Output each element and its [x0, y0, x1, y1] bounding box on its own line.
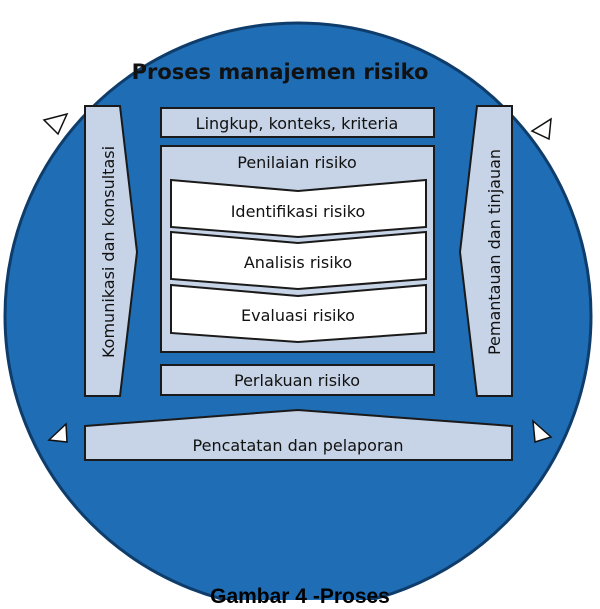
corner-triangle-top-left-icon [42, 112, 69, 136]
evaluation-label: Evaluasi risiko [241, 306, 355, 325]
analysis-step [170, 230, 427, 291]
communication-arrow [84, 105, 139, 397]
scope-label: Lingkup, konteks, kriteria [196, 114, 399, 133]
corner-triangle-bottom-left-icon [47, 422, 68, 443]
analysis-label: Analisis risiko [244, 253, 352, 272]
communication-label: Komunikasi dan konsultasi [99, 146, 118, 358]
treatment-label: Perlakuan risiko [234, 371, 360, 390]
assessment-label: Penilaian risiko [237, 153, 357, 172]
figure-caption: Gambar 4 -Proses [210, 585, 390, 608]
corner-triangle-top-right-icon [530, 117, 552, 141]
scope-box [160, 107, 435, 138]
monitoring-label: Pemantauan dan tinjauan [485, 149, 504, 355]
diagram-title: Proses manajemen risiko [132, 60, 429, 84]
treatment-box [160, 364, 435, 396]
recording-label: Pencatatan dan pelaporan [193, 436, 404, 455]
corner-triangle-bottom-right-icon [532, 419, 553, 443]
monitoring-arrow [458, 105, 513, 397]
identification-label: Identifikasi risiko [231, 202, 366, 221]
recording-banner [84, 408, 513, 461]
evaluation-step [170, 283, 427, 344]
identification-step [170, 178, 427, 239]
